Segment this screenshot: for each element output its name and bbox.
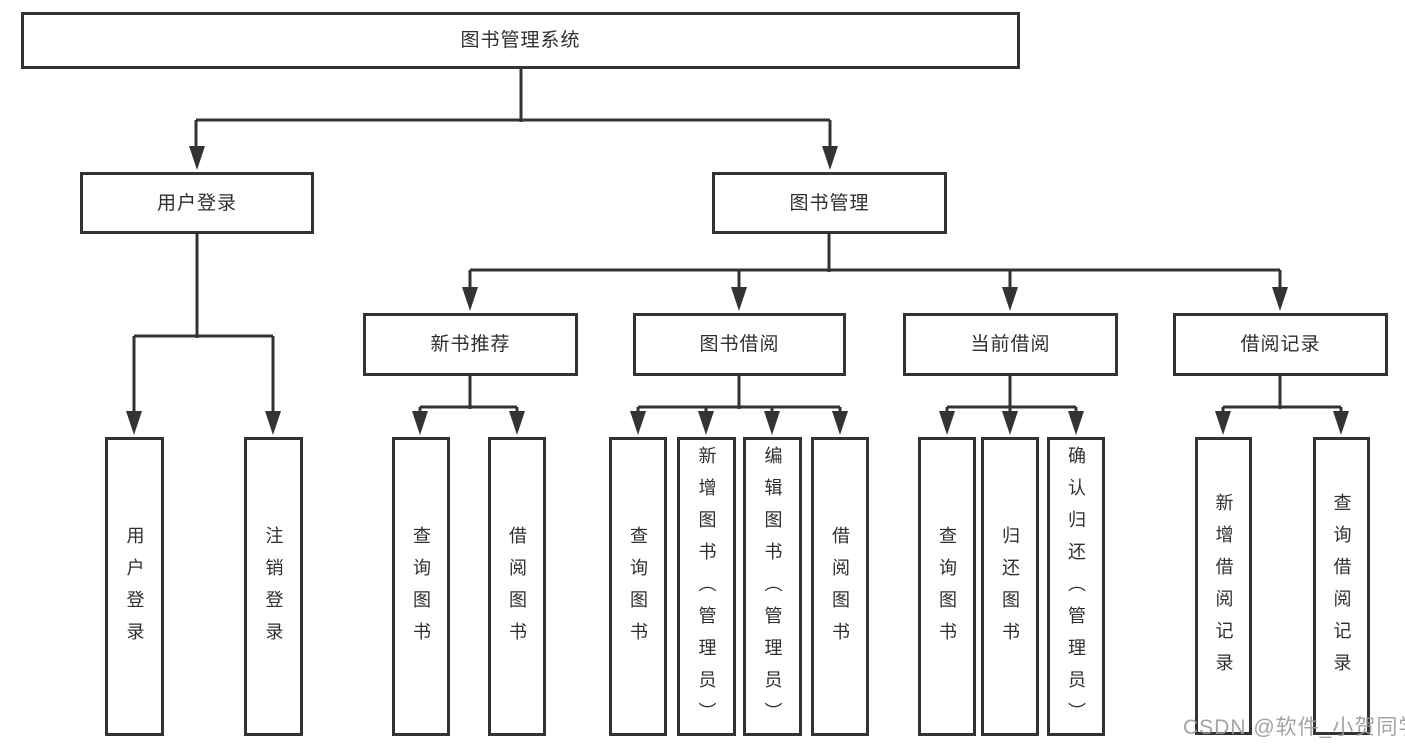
node-current-borrowing: 当前借阅 xyxy=(903,313,1118,376)
leaf-recommend-borrow-books: 借阅图书 xyxy=(488,437,546,736)
leaf-recommend-query-books: 查询图书 xyxy=(392,437,450,736)
node-new-book-recommendation: 新书推荐 xyxy=(363,313,578,376)
watermark: CSDN @软件_小贺同学 xyxy=(1183,716,1405,739)
leaf-borrowing-query-books: 查询图书 xyxy=(609,437,667,736)
leaf-query-borrow-record: 查询借阅记录 xyxy=(1313,437,1370,735)
node-book-borrowing: 图书借阅 xyxy=(633,313,846,376)
leaf-user-login: 用户登录 xyxy=(105,437,164,736)
leaf-borrowing-borrow-books: 借阅图书 xyxy=(811,437,869,736)
leaf-return-books: 归还图书 xyxy=(981,437,1039,736)
node-root-system: 图书管理系统 xyxy=(21,12,1020,69)
leaf-confirm-return-admin: 确认归还（管理员） xyxy=(1047,437,1105,736)
node-borrowing-records: 借阅记录 xyxy=(1173,313,1388,376)
leaf-current-query-books: 查询图书 xyxy=(918,437,976,736)
leaf-add-borrow-record: 新增借阅记录 xyxy=(1195,437,1252,735)
leaf-logout: 注销登录 xyxy=(244,437,303,736)
leaf-edit-books-admin: 编辑图书（管理员） xyxy=(743,437,802,736)
node-user-login: 用户登录 xyxy=(80,172,314,234)
leaf-add-books-admin: 新增图书（管理员） xyxy=(677,437,736,736)
node-book-management: 图书管理 xyxy=(712,172,947,234)
